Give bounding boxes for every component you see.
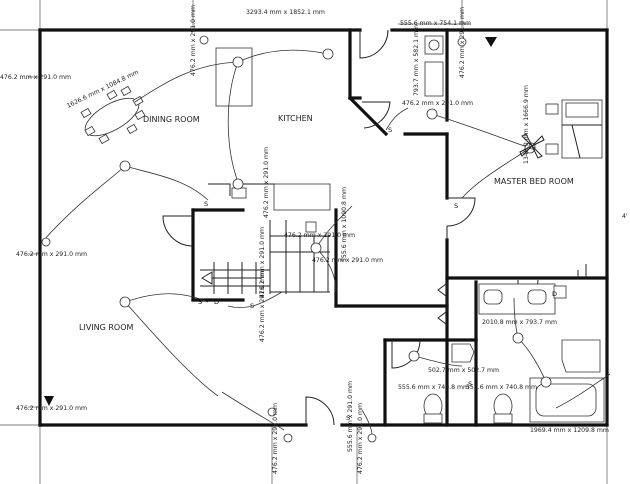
dim-bath1: 2010.8 mm x 793.7 mm bbox=[482, 319, 557, 326]
bathroom-fixtures bbox=[423, 283, 607, 424]
switch-label: D bbox=[214, 298, 219, 306]
dim-bottom-b: 476.2 mm x 291.0 mm bbox=[357, 403, 364, 474]
dim-left-mid: 476.2 mm x 291.0 mm bbox=[16, 251, 87, 258]
room-labels: DINING ROOM KITCHEN MASTER BED ROOM LIVI… bbox=[79, 114, 574, 332]
dim-stair-c: 476.2 mm x 291.0 mm bbox=[312, 257, 383, 264]
dim-top-a: 476.2 mm x 291.0 mm bbox=[190, 5, 197, 76]
dining-table bbox=[80, 85, 146, 145]
switch-label: S bbox=[198, 298, 202, 306]
switch-label: D bbox=[552, 290, 557, 298]
panel-markers bbox=[44, 37, 497, 406]
doors bbox=[162, 29, 539, 426]
dim-shower: 502.7 mm x 502.7 mm bbox=[428, 367, 499, 374]
staircase bbox=[200, 220, 330, 294]
room-label-master: MASTER BED ROOM bbox=[494, 177, 574, 186]
dim-top-c: 476.2 mm x 291.0 mm bbox=[459, 7, 466, 78]
panel-marker-icon bbox=[485, 37, 497, 47]
switch-label: S bbox=[346, 414, 350, 422]
switch-label: S bbox=[204, 200, 208, 208]
dim-landing-v: 476.2 mm x 291.0 mm bbox=[259, 227, 266, 298]
dim-kitchen-v: 476.2 mm x 291.0 mm bbox=[263, 147, 270, 218]
switch-label: S bbox=[388, 126, 392, 134]
dim-pantry-v: 793.7 mm x 582.1 mm bbox=[413, 25, 420, 96]
dim-bottom-a: 476.2 mm x 291.0 mm bbox=[272, 403, 279, 474]
dimension-guides bbox=[0, 0, 608, 484]
dim-stair-h: 476.2 mm x 291.0 mm bbox=[284, 232, 355, 239]
right-edge-mark: 4' bbox=[622, 213, 628, 220]
room-label-living: LIVING ROOM bbox=[79, 323, 134, 332]
dim-wc2: 555.6 mm x 740.8 mm bbox=[466, 384, 537, 391]
kitchen-fixtures bbox=[208, 47, 331, 211]
dim-bottom-c: 555.6 mm x 291.0 mm bbox=[347, 381, 354, 452]
switch-label: S bbox=[250, 302, 254, 310]
dim-bed: 1349.0 mm x 1666.9 mm bbox=[523, 85, 530, 164]
pantry-fixtures bbox=[424, 35, 444, 97]
room-label-kitchen: KITCHEN bbox=[278, 114, 313, 123]
dim-top-b: 555.6 mm x 754.1 mm bbox=[400, 20, 471, 27]
panel-marker-icon bbox=[44, 396, 54, 406]
dim-overall: 3293.4 mm x 1852.1 mm bbox=[246, 9, 325, 16]
switches: S S S S S S S D D bbox=[198, 126, 557, 422]
dim-tub: 1969.4 mm x 1209.8 mm bbox=[530, 427, 609, 434]
dim-living-v: 476.2 mm x 291.0 mm bbox=[259, 271, 266, 342]
dim-left-top: 476.2 mm x 291.0 mm bbox=[0, 74, 71, 81]
master-bed bbox=[545, 99, 603, 278]
ceiling-fan-icon bbox=[519, 133, 545, 159]
walls bbox=[38, 28, 609, 427]
outlets bbox=[41, 35, 467, 443]
switch-label: S bbox=[468, 380, 472, 388]
dim-stair-v: 555.6 mm x 1090.8 mm bbox=[341, 187, 348, 262]
dim-wc1: 555.6 mm x 740.8 mm bbox=[398, 384, 469, 391]
dim-left-bot: 476.2 mm x 291.0 mm bbox=[16, 405, 87, 412]
room-label-dining: DINING ROOM bbox=[143, 115, 200, 124]
dim-pantry-h: 476.2 mm x 291.0 mm bbox=[402, 100, 473, 107]
switch-label: S bbox=[454, 202, 458, 210]
